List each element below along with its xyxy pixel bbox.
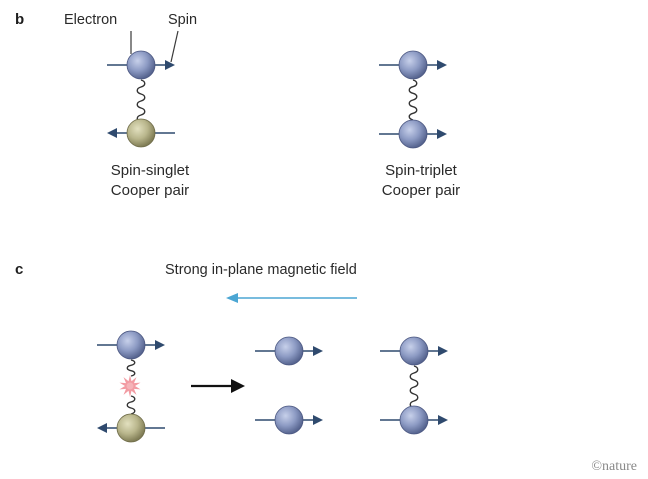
unpaired-electron-top [255, 336, 323, 366]
broken-spring-bottom [126, 395, 136, 415]
electron-sphere-icon [274, 336, 304, 366]
spin-arrow-head-icon [165, 60, 175, 70]
transition-arrow-icon [191, 379, 245, 393]
spin-arrow-head-icon [155, 340, 165, 350]
singlet-caption-line2: Cooper pair [111, 182, 189, 199]
electron-sphere-icon [116, 330, 146, 360]
pair-breaking-burst-icon [119, 375, 141, 397]
spin-leader-line [170, 30, 179, 63]
spin-arrow-head-icon [313, 346, 323, 356]
singlet-caption-line1: Spin-singlet [111, 162, 190, 179]
electron-sphere-icon [399, 336, 429, 366]
triplet-electron-bottom [379, 119, 447, 149]
field-triplet-electron-top [380, 336, 448, 366]
singlet-electron-down [107, 118, 175, 148]
spin-arrow-head-icon [437, 129, 447, 139]
spin-triplet-pair [379, 50, 447, 149]
electron-sphere-icon [126, 50, 156, 80]
field-label: Strong in-plane magnetic field [165, 262, 357, 278]
electron-sphere-icon [116, 413, 146, 443]
nature-credit: ©nature [591, 459, 637, 474]
broken-electron-down [97, 413, 165, 443]
electron-sphere-icon [399, 405, 429, 435]
electron-sphere-icon [126, 118, 156, 148]
electron-sphere-icon [398, 50, 428, 80]
broken-singlet-pair [97, 330, 165, 443]
magnetic-field-arrow [226, 293, 357, 303]
panel-c-letter: c [15, 261, 23, 278]
electron-sphere-icon [398, 119, 428, 149]
broken-electron-up [97, 330, 165, 360]
spin-arrow-head-icon [438, 415, 448, 425]
electron-sphere-icon [274, 405, 304, 435]
spin-singlet-pair [107, 50, 175, 148]
triplet-caption-line1: Spin-triplet [385, 162, 458, 179]
field-triplet-electron-bottom [380, 405, 448, 435]
unpaired-electron-bottom [255, 405, 323, 435]
field-triplet-spring [409, 365, 419, 409]
spin-arrow-head-icon [313, 415, 323, 425]
singlet-electron-up [107, 50, 175, 80]
triplet-caption-line2: Cooper pair [382, 182, 460, 199]
unpaired-electrons [255, 336, 323, 435]
spin-arrow-head-icon [107, 128, 117, 138]
spin-arrow-head-icon [438, 346, 448, 356]
spin-label: Spin [168, 12, 197, 28]
triplet-spring [408, 79, 418, 121]
field-induced-triplet-pair [380, 336, 448, 435]
singlet-spring [136, 79, 146, 123]
panel-b-letter: b [15, 11, 24, 28]
triplet-electron-top [379, 50, 447, 80]
electron-label: Electron [64, 12, 117, 28]
spin-arrow-head-icon [97, 423, 107, 433]
spin-arrow-head-icon [437, 60, 447, 70]
broken-spring-top [126, 359, 136, 377]
